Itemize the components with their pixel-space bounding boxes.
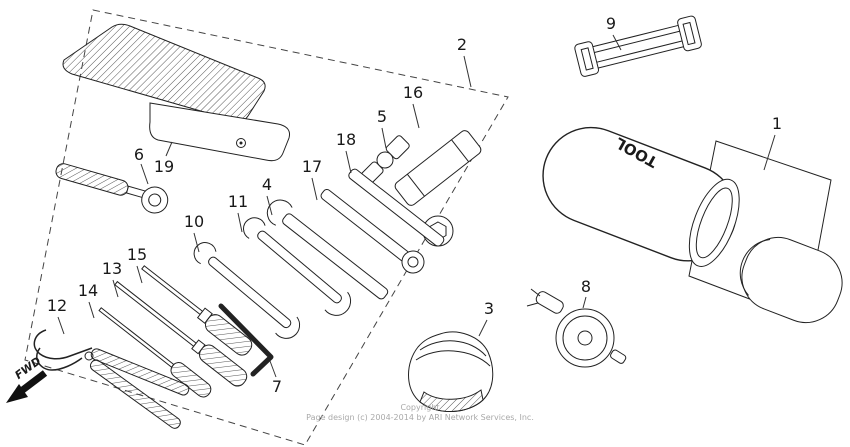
callout-14-leader [88,301,95,319]
callout-17-number[interactable]: 17 [302,157,322,176]
callout-17-leader [311,177,318,201]
open-end-wrench-large [243,217,352,316]
callout-8-leader [582,296,587,309]
callout-18[interactable]: 18 [336,130,356,174]
callout-4[interactable]: 4 [262,175,273,216]
callout-13-leader [112,279,119,298]
callout-2[interactable]: 2 [457,35,472,88]
callout-6-number[interactable]: 6 [134,145,144,164]
callout-11-number[interactable]: 11 [228,192,248,211]
callout-10-number[interactable]: 10 [184,212,204,231]
callout-15-leader [136,265,143,284]
callout-12-number[interactable]: 12 [47,296,67,315]
callout-18-leader [345,150,352,174]
lever-wrench [266,199,389,300]
callout-7-number[interactable]: 7 [272,377,282,396]
gauge [526,288,627,368]
footer-line1: Copyright [400,403,439,412]
screwdriver-1 [141,265,253,356]
footer-line2: Page design (c) 2004-2014 by ARI Network… [306,413,534,422]
callout-8[interactable]: 8 [581,277,591,309]
callout-4-leader [266,195,273,216]
ring-end-bar [320,189,425,274]
fwd-arrow: FWD [6,354,48,403]
callout-7[interactable]: 7 [269,360,282,396]
tool-bag [62,23,290,162]
callout-4-number[interactable]: 4 [262,175,272,194]
callout-10[interactable]: 10 [184,212,204,253]
tool-tube: TOOL [542,126,740,267]
callout-15[interactable]: 15 [127,245,147,284]
callout-16-leader [412,103,420,129]
tool-kit-boundary [24,9,509,446]
callout-13-number[interactable]: 13 [102,259,122,278]
callout-5[interactable]: 5 [377,107,387,149]
hex-key [218,303,274,377]
callout-9-number[interactable]: 9 [606,14,616,33]
callout-5-number[interactable]: 5 [377,107,387,126]
screwdriver-2 [114,280,248,387]
callout-17[interactable]: 17 [302,157,322,201]
callout-16-number[interactable]: 16 [403,83,423,102]
callout-18-number[interactable]: 18 [336,130,356,149]
callout-19[interactable]: 19 [154,141,174,176]
callout-8-number[interactable]: 8 [581,277,591,296]
callout-12[interactable]: 12 [47,296,67,335]
handle-wrench [55,163,169,214]
callout-3[interactable]: 3 [478,299,494,337]
callout-16[interactable]: 16 [403,83,423,129]
open-end-wrench-small [193,242,301,339]
callout-19-leader [165,141,173,157]
callout-9[interactable]: 9 [606,14,622,51]
tube-cap [739,236,843,324]
pliers [33,329,190,429]
callout-10-leader [193,232,200,253]
callout-2-number[interactable]: 2 [457,35,467,54]
small-pouch [408,331,494,413]
callout-1-number[interactable]: 1 [772,114,782,133]
callout-11[interactable]: 11 [228,192,248,233]
callout-2-leader [463,55,472,88]
callout-19-number[interactable]: 19 [154,157,174,176]
screwdriver-3 [98,307,212,398]
callout-13[interactable]: 13 [102,259,122,298]
callout-14-number[interactable]: 14 [78,281,98,300]
callout-12-leader [57,316,65,335]
callout-9-leader [612,34,622,51]
callout-6-leader [140,163,149,185]
callout-3-number[interactable]: 3 [484,299,494,318]
callout-11-leader [237,212,243,233]
callout-1[interactable]: 1 [763,114,782,171]
footer-copyright: Copyright Page design (c) 2004-2014 by A… [306,403,534,422]
strap [574,15,702,77]
callout-5-leader [381,127,387,149]
callout-6[interactable]: 6 [134,145,149,185]
callout-7-leader [269,360,277,378]
callout-3-leader [478,319,488,337]
callout-15-number[interactable]: 15 [127,245,147,264]
callout-1-leader [763,134,776,171]
callout-14[interactable]: 14 [78,281,98,319]
